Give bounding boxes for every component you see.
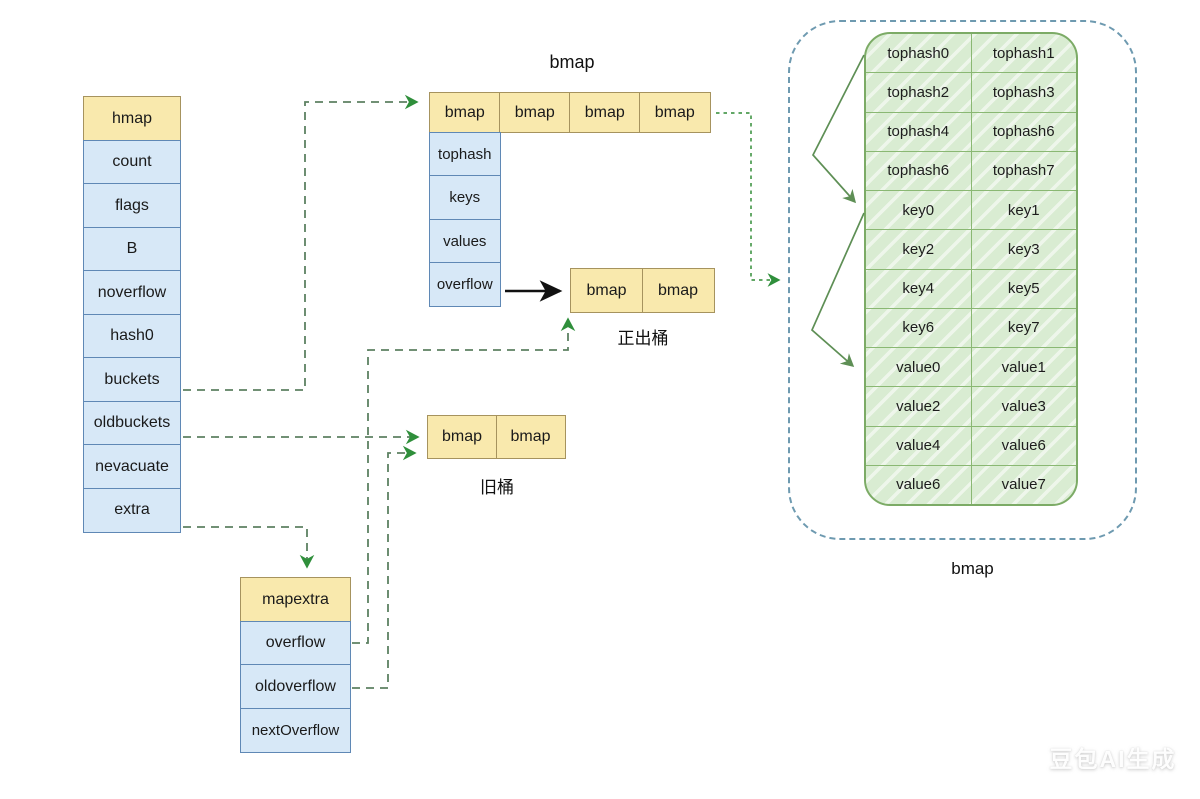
- old-bucket-label: 旧桶: [480, 478, 514, 497]
- bucket-array-cell: bmap: [499, 92, 571, 133]
- bmap-detail-cell: tophash1: [992, 44, 1055, 62]
- bmap-detail-cell: tophash2: [866, 73, 972, 112]
- mapextra-field-oldoverflow: oldoverflow: [240, 664, 351, 709]
- bmap-detail-row: key4 key5: [866, 268, 1076, 308]
- bmap-detail-cell: key4: [866, 269, 972, 308]
- hmap-struct: hmap count flags B noverflow hash0 bucke…: [83, 96, 181, 533]
- old-bucket: bmap bmap: [427, 415, 566, 459]
- bmap-detail-cell: key0: [866, 191, 972, 230]
- old-bucket-cell: bmap: [495, 415, 566, 459]
- bmap-detail-cell: tophash6: [992, 123, 1055, 141]
- bmap-detail-cell: tophash4: [866, 112, 972, 151]
- bmap-detail-row: tophash4 tophash6: [866, 111, 1076, 151]
- bmap-detail-row: key0 key1: [866, 190, 1076, 230]
- overflow-bucket: bmap bmap: [570, 268, 715, 313]
- bucket-array-cell: bmap: [429, 92, 501, 133]
- bmap-detail-label: bmap: [951, 559, 994, 578]
- bmap-detail-row: tophash2 tophash3: [866, 72, 1076, 112]
- bucket-array-title: bmap: [549, 52, 595, 72]
- bmap-detail-row: key2 key3: [866, 229, 1076, 269]
- hmap-field-noverflow: noverflow: [83, 270, 181, 315]
- bucket-array: bmap bmap bmap bmap: [429, 92, 711, 133]
- bmap-detail-cell: value1: [1001, 358, 1046, 376]
- bmap-detail-cell: key6: [866, 308, 972, 347]
- bucket-field-values: values: [429, 218, 501, 264]
- bmap-detail-row: value6 value7: [866, 464, 1076, 504]
- overflow-bucket-cell: bmap: [570, 268, 643, 313]
- bmap-detail-cell: key2: [866, 230, 972, 269]
- overflow-bucket-label: 正出桶: [617, 329, 669, 348]
- bucket-field-tophash: tophash: [429, 131, 501, 177]
- bmap-detail-cell: value0: [866, 348, 972, 387]
- bmap-detail-cell: value7: [1001, 476, 1046, 494]
- hmap-field-hash0: hash0: [83, 313, 181, 359]
- bmap-detail-cell: tophash3: [992, 83, 1055, 101]
- hmap-field-b: B: [83, 226, 181, 272]
- extra-to-mapextra-arrow: [183, 526, 315, 569]
- bmap-detail-cell: value3: [1001, 397, 1046, 415]
- hmap-field-extra: extra: [83, 487, 181, 533]
- bucket-field-keys: keys: [429, 175, 501, 220]
- ai-watermark: 豆包AI生成: [1049, 746, 1177, 772]
- bmap-detail-cell: value6: [1001, 437, 1046, 455]
- mapextra-field-nextoverflow: nextOverflow: [240, 707, 351, 753]
- bmap-detail-cell: key5: [1007, 280, 1040, 298]
- bucket-array-to-detail-arrow: [716, 112, 781, 287]
- overflow-bucket-cell: bmap: [641, 268, 715, 313]
- hmap-field-count: count: [83, 139, 181, 185]
- bucket-field-overflow: overflow: [429, 262, 501, 307]
- bmap-detail-cell: tophash0: [866, 34, 972, 73]
- mapextra-oldoverflow-arrow: [352, 445, 417, 689]
- hmap-field-nevacuate: nevacuate: [83, 444, 181, 489]
- bmap-detail-row: tophash6 tophash7: [866, 150, 1076, 190]
- bmap-detail-cell: value6: [866, 465, 972, 504]
- bmap-detail-cell: tophash6: [866, 151, 972, 190]
- bucket-array-cell: bmap: [569, 92, 641, 133]
- bucket-array-cell: bmap: [639, 92, 711, 133]
- bmap-detail-cell: key1: [1007, 201, 1040, 219]
- mapextra-field-overflow: overflow: [240, 620, 351, 666]
- old-bucket-cell: bmap: [427, 415, 497, 459]
- hmap-field-buckets: buckets: [83, 357, 181, 402]
- bmap-detail-cell: key3: [1007, 240, 1040, 258]
- bmap-detail-row: value4 value6: [866, 425, 1076, 465]
- hmap-struct-header: hmap: [83, 96, 181, 141]
- bmap-detail-cell: value2: [866, 387, 972, 426]
- bmap-detail-row: value2 value3: [866, 386, 1076, 426]
- first-bucket-fields: tophash keys values overflow: [429, 131, 501, 307]
- bmap-detail-cell: tophash7: [992, 162, 1055, 180]
- mapextra-header: mapextra: [240, 577, 351, 622]
- bmap-detail-row: tophash0 tophash1: [866, 34, 1076, 73]
- hmap-field-oldbuckets: oldbuckets: [83, 400, 181, 446]
- bmap-detail-row: key6 key7: [866, 307, 1076, 347]
- bmap-detail-row: value0 value1: [866, 347, 1076, 387]
- buckets-to-bucket-array-arrow: [183, 94, 419, 391]
- mapextra-struct: mapextra overflow oldoverflow nextOverfl…: [240, 577, 351, 753]
- bmap-detail-cell: key7: [1007, 319, 1040, 337]
- bmap-detail-container: [788, 20, 1137, 540]
- hmap-field-flags: flags: [83, 183, 181, 228]
- bmap-detail-table: tophash0 tophash1 tophash2 tophash3 tophas…: [864, 32, 1078, 506]
- bmap-detail-cell: value4: [866, 426, 972, 465]
